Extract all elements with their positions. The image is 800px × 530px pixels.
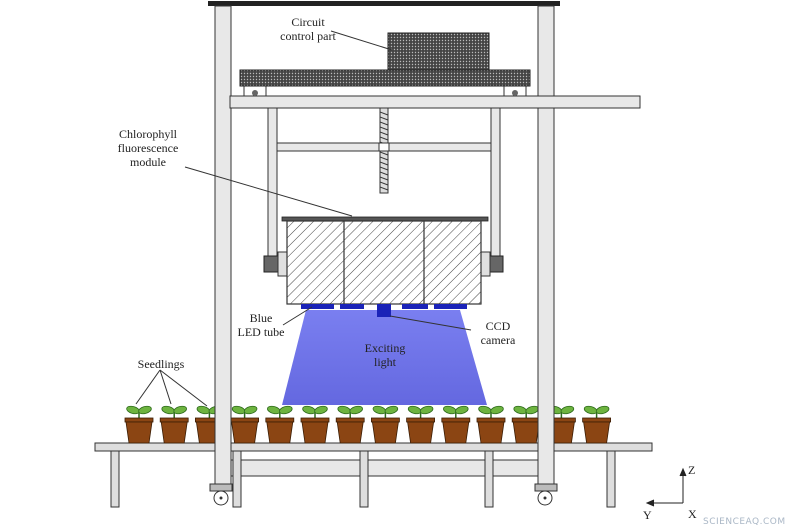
seedling [265,405,295,444]
axis-indicator [645,467,687,507]
blue-led-tubes [301,304,467,309]
watermark: SCIENCEAQ.COM [703,517,786,527]
seedling [124,405,154,444]
axis-x-label: X [688,507,697,521]
right-wheel [534,483,558,506]
seedling [582,405,611,444]
circuit-control-box [387,32,490,71]
seedling [370,405,400,444]
module-top-plate [281,216,489,222]
seedling [511,405,541,444]
seedling [230,405,260,444]
ccd-camera [377,304,391,317]
top-rail [208,1,560,6]
gantry-rollers [243,85,527,97]
leader-lines [135,30,472,407]
label-seedlings: Seedlings [138,357,185,371]
seedling [476,405,506,444]
frame-left-post [214,5,232,485]
seedling [335,405,365,444]
left-hanger [267,107,278,257]
seedling [441,405,471,444]
gantry-rail [239,69,531,87]
seedling-table [94,442,653,508]
exciting-light-beam [282,310,487,405]
lead-screw [378,107,390,194]
frame-right-post [537,5,555,485]
chlorophyll-fluorescence-module [286,220,482,305]
left-wheel [209,483,233,506]
seedling [406,405,436,444]
seedling [300,405,330,444]
upper-cross-beam [229,95,641,109]
right-hanger [490,107,501,257]
axis-z-label: Z [688,463,695,477]
seedling [159,405,189,444]
axis-y-label: Y [643,508,652,522]
